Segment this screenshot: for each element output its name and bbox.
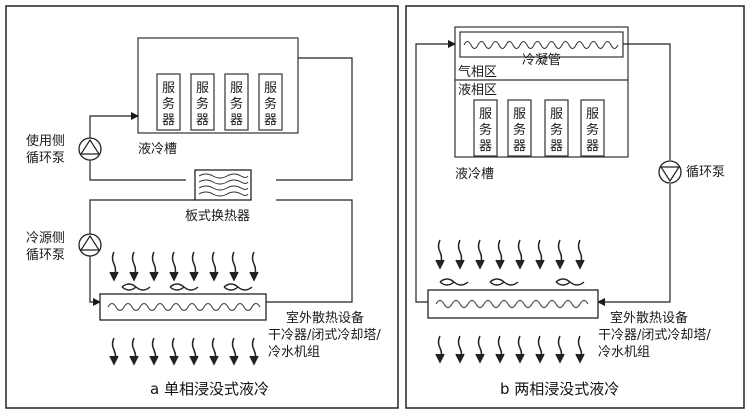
- server-char: 务: [586, 122, 599, 138]
- server-box: [544, 99, 569, 157]
- panel-b-tank-label: 液冷槽: [455, 167, 494, 182]
- server-char: 务: [264, 96, 277, 112]
- panel-a-user-pump-icon: [78, 137, 102, 161]
- server-char: 务: [196, 96, 209, 112]
- server-char: 器: [586, 139, 599, 154]
- server-box: [224, 73, 249, 131]
- panel-b-pump-icon: [658, 160, 682, 184]
- server-char: 服: [513, 107, 526, 122]
- server-char: 服: [586, 107, 599, 122]
- panel-b-condenser-label: 冷凝管: [522, 52, 561, 68]
- server-box: [507, 99, 532, 157]
- panel-a-outdoor-unit: [99, 293, 267, 321]
- server-char: 务: [230, 96, 243, 112]
- panel-a-source-pump-triangle: [79, 234, 101, 251]
- panel-b-outdoor-label: 冷水机组: [598, 345, 650, 360]
- panel-a-outdoor-label: 冷水机组: [268, 345, 320, 360]
- panel-b-outdoor-label: 干冷器/闭式冷却塔/: [598, 328, 711, 343]
- panel-b-condenser: [459, 31, 624, 58]
- server-char: 器: [264, 113, 277, 128]
- panel-a-outdoor-coil: [107, 303, 261, 311]
- panel-b-caption: b 两相浸没式液冷: [500, 380, 619, 398]
- server-char: 器: [479, 139, 492, 154]
- server-char: 器: [196, 113, 209, 128]
- panel-b-servers: 服 务 器 服 务 器 服 务 器 服 务 器: [473, 99, 605, 157]
- server-char: 服: [196, 81, 209, 96]
- panel-a-user-loop: [89, 57, 353, 181]
- panel-b-liquid-zone-label: 液相区: [458, 83, 497, 98]
- panel-a-fan-icons: [121, 283, 253, 291]
- panel-b-condenser-coil: [463, 41, 619, 49]
- server-box: [258, 73, 283, 131]
- panel-a-source-pump-icon: [78, 233, 102, 257]
- server-box: [473, 99, 498, 157]
- panel-a-servers: 服 务 器 服 务 器 服 务 器 服 务 器: [156, 73, 283, 131]
- panel-a-frame: [5, 5, 399, 409]
- panel-a-source-loop: [89, 199, 353, 306]
- panel-a-user-pump-label: 使用侧: [26, 133, 65, 149]
- panel-a-plate-hx-coil: [198, 173, 249, 197]
- panel-a-plate-hx-label: 板式换热器: [185, 209, 250, 224]
- panel-a-outdoor-label: 室外散热设备: [286, 310, 364, 326]
- server-char: 务: [162, 96, 175, 112]
- panel-a-tank-label: 液冷槽: [138, 142, 177, 157]
- server-char: 务: [513, 122, 526, 138]
- server-box: [190, 73, 215, 131]
- server-box: [156, 73, 181, 131]
- panel-b-outdoor-unit: [427, 289, 599, 319]
- server-char: 器: [230, 113, 243, 128]
- panel-a-air-out-arrows: [109, 337, 259, 366]
- server-char: 器: [162, 113, 175, 128]
- server-char: 器: [513, 139, 526, 154]
- panel-b-loop: [415, 40, 671, 306]
- panel-b-air-out-arrows: [435, 335, 585, 364]
- server-char: 服: [162, 81, 175, 96]
- panel-a-user-pump-label: 循环泵: [26, 151, 65, 166]
- server-box: [580, 99, 605, 157]
- panel-a-tank: [137, 37, 299, 134]
- panel-a-source-pump-label: 冷源侧: [26, 231, 65, 246]
- panel-b-pump-label: 循环泵: [686, 165, 725, 180]
- server-char: 服: [479, 107, 492, 122]
- panel-b-tank: [454, 26, 629, 158]
- server-char: 服: [230, 81, 243, 96]
- panel-a-air-in-arrows: [109, 251, 259, 282]
- server-char: 服: [550, 107, 563, 122]
- server-char: 务: [479, 122, 492, 138]
- panel-b-frame: [405, 5, 745, 409]
- panel-a-source-pump-label: 循环泵: [26, 248, 65, 263]
- panel-a-outdoor-label: 干冷器/闭式冷却塔/: [268, 328, 381, 343]
- panel-a-caption: a 单相浸没式液冷: [150, 380, 269, 398]
- panel-b-pump-triangle: [659, 166, 681, 183]
- panel-a-user-pump-triangle: [79, 138, 101, 155]
- panel-b-outdoor-label: 室外散热设备: [610, 310, 688, 326]
- panel-b-air-in-arrows: [435, 239, 585, 270]
- server-char: 器: [550, 139, 563, 154]
- panel-b-fan-icons: [439, 278, 585, 286]
- panel-a-plate-hx: [194, 169, 252, 201]
- panel-b-gas-zone-label: 气相区: [458, 64, 497, 80]
- server-char: 服: [264, 81, 277, 96]
- panel-b-outdoor-coil: [435, 300, 589, 308]
- server-char: 务: [550, 122, 563, 138]
